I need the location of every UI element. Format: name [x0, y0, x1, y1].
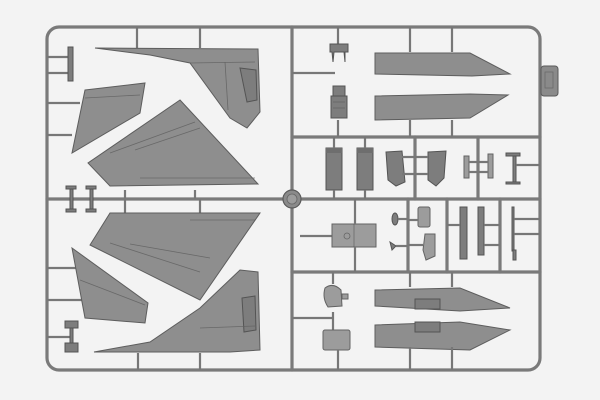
vertical-tail-fin-upper	[94, 47, 261, 129]
antenna-rod	[511, 206, 540, 261]
landing-gear-leg	[505, 152, 540, 185]
missile-half-1	[374, 287, 511, 312]
ejection-seat	[330, 85, 348, 119]
small-strut	[463, 153, 494, 179]
engine-nozzle-left	[385, 150, 406, 187]
rudder-detail	[239, 67, 258, 103]
sprue-tab	[540, 65, 559, 97]
large-wing-panel-lower	[89, 212, 261, 301]
gear-door-parts	[447, 206, 500, 260]
center-hub	[282, 189, 302, 209]
block-part-2	[356, 147, 374, 191]
block-part-1	[325, 147, 343, 191]
left-lower-parts	[47, 199, 261, 370]
pin-post	[67, 46, 74, 82]
engine-nozzle-right	[427, 150, 447, 187]
small-wing-panel-upper	[71, 82, 146, 155]
rudder-detail-lower	[241, 295, 257, 333]
left-upper-parts	[47, 27, 261, 213]
square-plate	[292, 312, 351, 370]
pin-pair-left	[65, 185, 97, 213]
bracket-left	[64, 320, 79, 353]
right-upper-parts	[292, 27, 540, 199]
seat-frame	[329, 43, 349, 63]
dome-part	[323, 272, 349, 308]
right-lower-parts	[292, 199, 540, 370]
equipment-box	[300, 199, 377, 272]
large-wing-panel-upper	[87, 99, 260, 187]
missile-half-2	[374, 321, 512, 351]
drop-tank-half-1	[374, 52, 512, 77]
vertical-tail-fin-lower	[93, 269, 261, 353]
small-fittings	[389, 206, 436, 261]
small-wing-panel-lower	[71, 246, 149, 324]
drop-tank-half-2	[374, 93, 510, 121]
